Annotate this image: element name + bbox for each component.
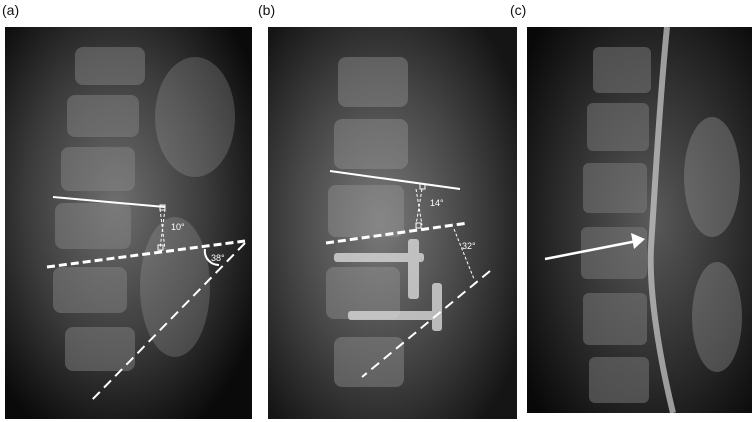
panel-label-c: (c) [510,2,527,18]
panel-label-a: (a) [2,2,20,18]
angle-label-b1: 14° [430,198,444,208]
angle-label-a2: 38° [211,253,225,263]
xray-a-image: 10° 38° [5,27,252,419]
mri-c-image [527,27,752,413]
angle-label-a1: 10° [171,222,185,232]
xray-panel-a: 10° 38° [5,27,252,419]
arrow-head-icon [631,233,645,249]
angle-label-b2: 32° [462,241,476,251]
xray-b-image: 14° 32° [268,27,517,419]
xray-panel-b: 14° 32° [268,27,517,419]
mri-panel-c [527,27,752,413]
panel-label-b: (b) [258,2,276,18]
